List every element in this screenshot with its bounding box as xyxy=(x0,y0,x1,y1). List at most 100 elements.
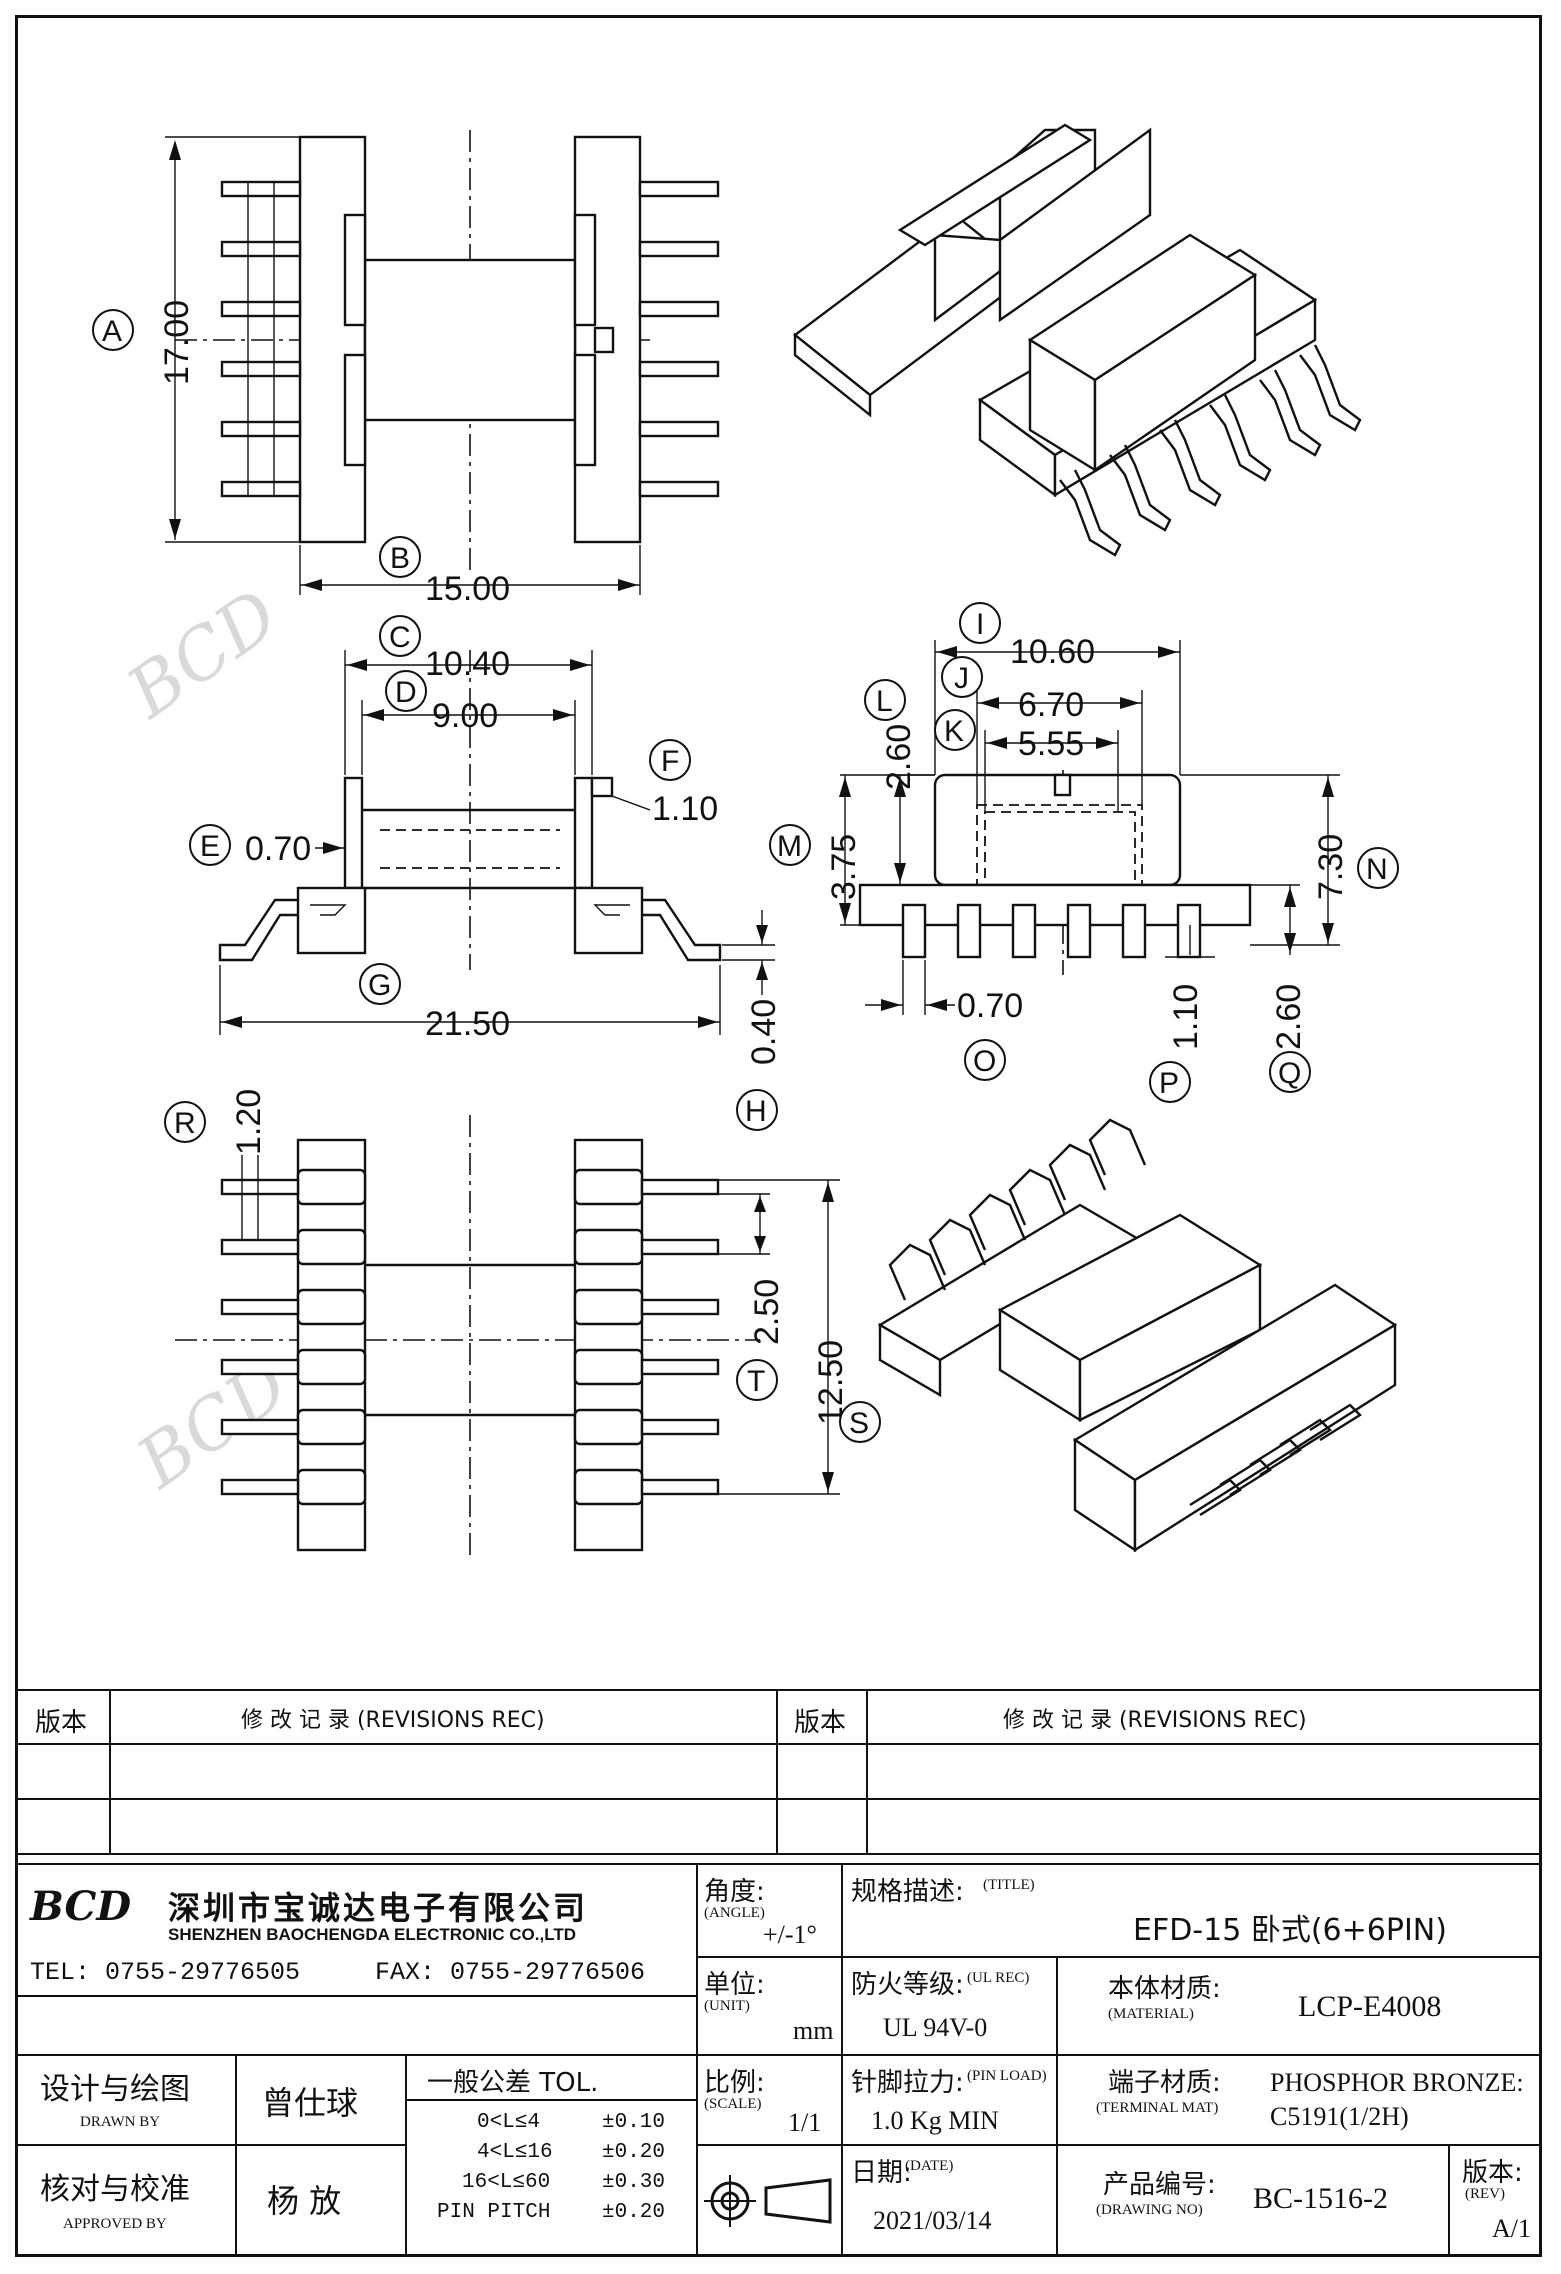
callout-P: P xyxy=(1149,1061,1191,1103)
rev-header-left: 版本 xyxy=(15,1691,111,1745)
svg-text:L: L xyxy=(876,685,893,718)
callout-I: I xyxy=(959,602,1001,644)
dim-C-value: 10.40 xyxy=(425,645,510,683)
svg-text:M: M xyxy=(777,830,802,863)
terminal-cell: 端子材质: (TERMINAL MAT) PHOSPHOR BRONZE: C5… xyxy=(1058,2056,1542,2146)
tolerance-header: 一般公差 TOL. xyxy=(407,2056,698,2101)
svg-text:D: D xyxy=(395,676,417,709)
svg-text:T: T xyxy=(747,1365,765,1398)
isometric-view-top xyxy=(793,123,1362,557)
dim-F-value: 1.10 xyxy=(652,790,718,828)
date-cell: 日期: (DATE) 2021/03/14 xyxy=(843,2146,1058,2257)
callout-Q: Q xyxy=(1269,1051,1311,1093)
dim-O-value: 0.70 xyxy=(957,987,1023,1025)
dim-T-value: 2.50 xyxy=(748,1279,786,1345)
callout-T: T xyxy=(736,1359,778,1401)
dim-N-value: 7.30 xyxy=(1312,834,1350,900)
svg-text:R: R xyxy=(174,1107,196,1140)
rev-spacer xyxy=(15,1855,1542,1865)
company-tel: TEL: 0755-29776505 xyxy=(30,1958,301,1987)
rev-row-2-a xyxy=(15,1800,111,1855)
svg-text:Q: Q xyxy=(1278,1057,1301,1090)
svg-text:E: E xyxy=(200,830,220,863)
svg-text:K: K xyxy=(944,715,964,748)
company-spacer xyxy=(15,1997,698,2056)
rev-row-1-c xyxy=(778,1745,868,1800)
dim-K-value: 5.55 xyxy=(1018,725,1084,763)
rev-row-1-a xyxy=(15,1745,111,1800)
approved-label-cell: 核对与校准 APPROVED BY xyxy=(15,2146,237,2257)
revisions-header-left: 修 改 记 录 (REVISIONS REC) xyxy=(111,1691,778,1745)
bottom-view: 1.20 2.50 12.50 xyxy=(175,1089,850,1560)
company-fax: FAX: 0755-29776506 xyxy=(375,1958,646,1987)
dim-H-value: 0.40 xyxy=(745,999,783,1065)
callout-M: M xyxy=(769,824,811,866)
dim-M-value: 3.75 xyxy=(825,834,863,900)
dim-Q-value: 2.60 xyxy=(1270,984,1308,1050)
rev-row-2-b xyxy=(111,1800,778,1855)
drawing-no-cell: 产品编号: (DRAWING NO) BC-1516-2 xyxy=(1058,2146,1450,2257)
rev-row-2-c xyxy=(778,1800,868,1855)
svg-text:P: P xyxy=(1159,1067,1179,1100)
title-block: 版本 修 改 记 录 (REVISIONS REC) 版本 修 改 记 录 (R… xyxy=(15,1689,1542,2257)
projection-symbol-icon xyxy=(704,2175,832,2227)
side-view: 10.60 6.70 5.55 2.60 3.75 7.30 xyxy=(825,633,1350,1050)
watermark-1: BCD xyxy=(111,574,293,735)
dim-E-value: 0.70 xyxy=(245,830,311,868)
rev-row-1-d xyxy=(868,1745,1542,1800)
drawing-frame xyxy=(15,15,1542,2257)
callout-R: R xyxy=(164,1101,206,1143)
material-value: LCP-E4008 xyxy=(1298,1990,1442,2023)
dim-I-value: 10.60 xyxy=(1010,633,1095,671)
callout-G: G xyxy=(359,963,401,1005)
callout-E: E xyxy=(189,824,231,866)
svg-text:J: J xyxy=(954,662,969,695)
title-value: EFD-15 卧式(6+6PIN) xyxy=(1133,1913,1447,1948)
svg-text:C: C xyxy=(389,621,411,654)
drawn-by-value: 曾仕球 xyxy=(262,2084,359,2122)
revisions-header-right: 修 改 记 录 (REVISIONS REC) xyxy=(868,1691,1542,1745)
company-name-en: SHENZHEN BAOCHENGDA ELECTRONIC CO.,LTD xyxy=(168,1925,576,1944)
callout-D: D xyxy=(385,670,427,712)
callout-S: S xyxy=(839,1401,881,1443)
tolerance-table: 0<L≤4 ±0.10 4<L≤16 ±0.20 16<L≤60 ±0.30 P… xyxy=(407,2101,698,2257)
dim-P-value: 1.10 xyxy=(1167,984,1205,1050)
technical-drawing: BCD BCD xyxy=(92,123,1399,1560)
drawn-by-value-cell: 曾仕球 xyxy=(237,2056,407,2146)
material-cell: 本体材质: (MATERIAL) LCP-E4008 xyxy=(1058,1958,1542,2056)
callout-L: L xyxy=(864,679,906,721)
drawing-no-value: BC-1516-2 xyxy=(1253,2182,1388,2215)
svg-text:N: N xyxy=(1366,853,1388,886)
rev-row-2-d xyxy=(868,1800,1542,1855)
dim-L-value: 2.60 xyxy=(880,724,918,790)
company-name-cn: 深圳市宝诚达电子有限公司 xyxy=(168,1889,589,1927)
rev-cell: 版本: (REV) A/1 xyxy=(1462,2158,1531,2243)
callout-F: F xyxy=(649,739,691,781)
svg-text:I: I xyxy=(976,608,984,641)
top-view: 17.00 15.00 xyxy=(158,130,720,608)
rev-header-right: 版本 xyxy=(778,1691,868,1745)
dim-A-value: 17.00 xyxy=(158,300,196,385)
company-block: BCD 深圳市宝诚达电子有限公司 SHENZHEN BAOCHENGDA ELE… xyxy=(15,1865,698,1997)
projection-symbol-cell xyxy=(698,2146,843,2257)
front-view: 10.40 9.00 0.70 1.10 21.50 0.40 xyxy=(218,645,783,1065)
company-logo: BCD xyxy=(30,1883,132,1930)
approved-value: 杨 放 xyxy=(267,2182,342,2220)
approved-value-cell: 杨 放 xyxy=(237,2146,407,2257)
dim-J-value: 6.70 xyxy=(1018,686,1084,724)
svg-text:G: G xyxy=(368,969,391,1002)
svg-text:S: S xyxy=(849,1407,869,1440)
ul-cell: 防火等级: (UL REC) UL 94V-0 xyxy=(843,1958,1058,2056)
svg-text:H: H xyxy=(745,1095,767,1128)
dim-D-value: 9.00 xyxy=(432,697,498,735)
callout-K: K xyxy=(934,709,976,751)
svg-text:B: B xyxy=(390,542,410,575)
callout-B: B xyxy=(379,536,421,578)
unit-cell: 单位: (UNIT) mm xyxy=(698,1958,843,2056)
pin-load-cell: 针脚拉力: (PIN LOAD) 1.0 Kg MIN xyxy=(843,2056,1058,2146)
callout-J: J xyxy=(941,656,983,698)
callout-O: O xyxy=(964,1039,1006,1081)
drawn-by-label-cell: 设计与绘图 DRAWN BY xyxy=(15,2056,237,2146)
scale-cell: 比例: (SCALE) 1/1 xyxy=(698,2056,843,2146)
dim-G-value: 21.50 xyxy=(425,1005,510,1043)
